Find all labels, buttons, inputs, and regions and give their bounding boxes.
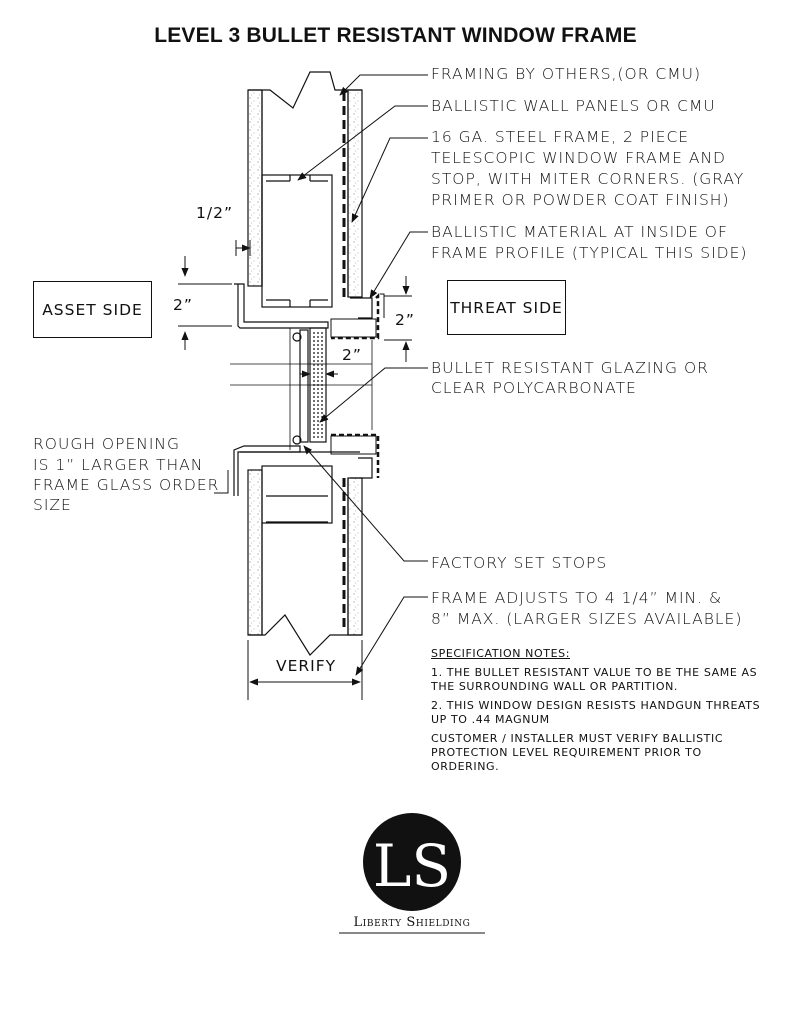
- callout-rough-line1: ROUGH OPENING: [33, 435, 181, 453]
- callout-rough-line3: FRAME GLASS ORDER: [33, 476, 220, 494]
- callout-frame-line4: PRIMER OR POWDER COAT FINISH): [431, 191, 730, 209]
- asset-side-box: ASSET SIDE: [33, 281, 152, 338]
- logo-company-name: Liberty Shielding: [353, 915, 471, 930]
- spec-note-1: 1. THE BULLET RESISTANT VALUE TO BE THE …: [431, 666, 758, 693]
- callout-adjust-line2: 8” MAX. (LARGER SIZES AVAILABLE): [431, 610, 743, 628]
- callout-frame-line2: TELESCOPIC WINDOW FRAME AND: [431, 149, 726, 167]
- callout-rough-line4: SIZE: [33, 496, 72, 514]
- dim-bottom-2in: 2”: [342, 346, 362, 364]
- dim-right-2in: 2”: [395, 311, 415, 329]
- callout-material-line2: FRAME PROFILE (TYPICAL THIS SIDE): [431, 244, 748, 262]
- lower-wall: [247, 465, 363, 656]
- callout-frame-line3: STOP, WITH MITER CORNERS. (GRAY: [431, 170, 745, 188]
- callout-glazing-line1: BULLET RESISTANT GLAZING OR: [431, 359, 709, 377]
- callout-wall-panels: BALLISTIC WALL PANELS OR CMU: [431, 97, 716, 115]
- callout-rough-line2: IS 1” LARGER THAN: [33, 456, 204, 474]
- spec-header: SPECIFICATION NOTES:: [431, 647, 571, 660]
- upper-wall: [247, 71, 363, 308]
- callout-adjust-line1: FRAME ADJUSTS TO 4 1/4” MIN. &: [431, 589, 723, 607]
- specification-notes: SPECIFICATION NOTES: 1. THE BULLET RESIS…: [431, 647, 771, 779]
- logo-monogram: LS: [373, 832, 451, 900]
- callout-material-line1: BALLISTIC MATERIAL AT INSIDE OF: [431, 223, 728, 241]
- callout-stops: FACTORY SET STOPS: [431, 554, 608, 572]
- dim-verify: VERIFY: [276, 657, 337, 675]
- drawing-title: LEVEL 3 BULLET RESISTANT WINDOW FRAME: [154, 24, 637, 47]
- spec-note-2: 2. THIS WINDOW DESIGN RESISTS HANDGUN TH…: [431, 699, 761, 726]
- callout-framing: FRAMING BY OTHERS,(OR CMU): [431, 65, 702, 83]
- threat-side-box: THREAT SIDE: [447, 280, 566, 335]
- liberty-shielding-logo: LS: [339, 813, 485, 934]
- dim-half-inch: 1/2”: [196, 204, 233, 222]
- leader-lines: [214, 74, 428, 676]
- dim-left-2in: 2”: [173, 296, 193, 314]
- callout-glazing-line2: CLEAR POLYCARBONATE: [431, 379, 637, 397]
- dimension-lines: [178, 240, 412, 700]
- callout-frame-line1: 16 GA. STEEL FRAME, 2 PIECE: [431, 128, 690, 146]
- spec-note-3: CUSTOMER / INSTALLER MUST VERIFY BALLIST…: [431, 732, 724, 773]
